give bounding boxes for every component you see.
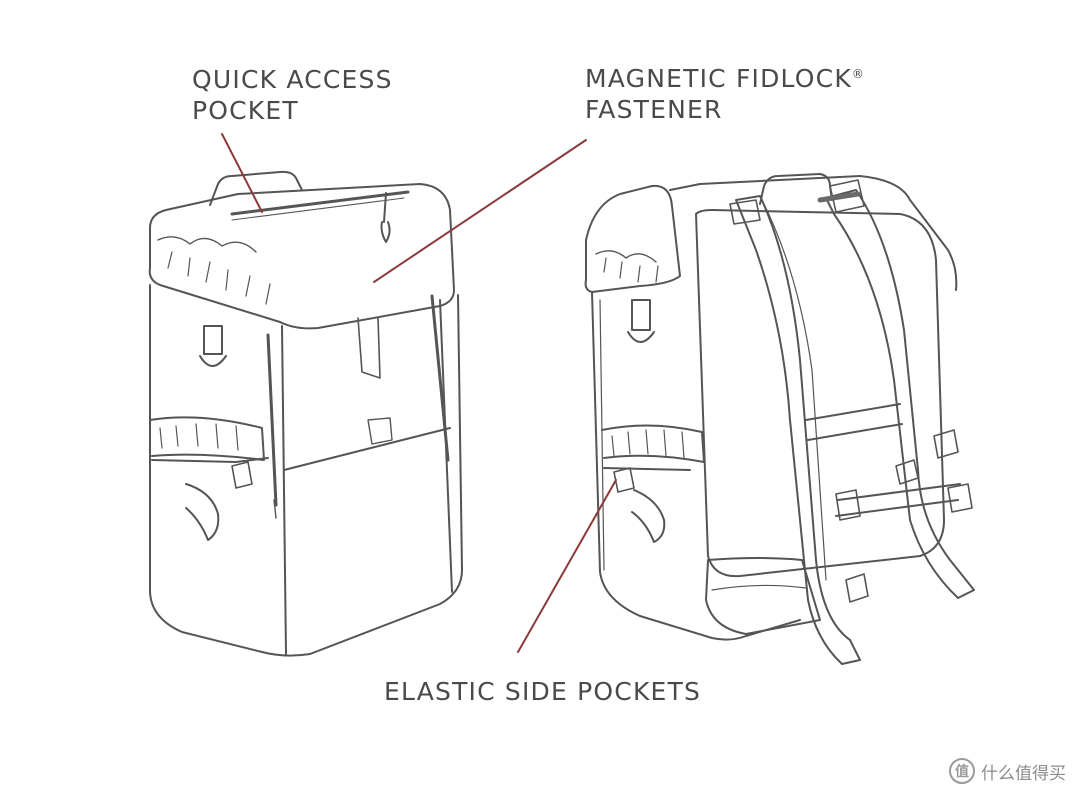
- back-top-frame: [669, 175, 958, 291]
- back-top-handle: [759, 173, 833, 205]
- leader-line-elastic: [517, 479, 617, 653]
- back-backpack: [584, 173, 975, 665]
- watermark-text: 什么值得买: [981, 763, 1066, 784]
- back-panel: [695, 209, 945, 578]
- back-d-ring: [627, 299, 655, 343]
- left-shoulder-strap: [735, 195, 861, 665]
- front-flap: [357, 317, 381, 379]
- lumbar-pad: [705, 557, 821, 635]
- front-elastic-pocket: [149, 416, 265, 461]
- front-zipper-left: [266, 333, 278, 507]
- back-lid: [584, 184, 681, 293]
- right-shoulder-strap: [825, 189, 975, 599]
- front-side-strap: [151, 457, 269, 463]
- sternum-strap: [805, 403, 903, 441]
- front-top-handle: [209, 170, 303, 206]
- front-backpack: [148, 170, 463, 657]
- elastic-side-pockets-label: ELASTIC SIDE POCKETS: [384, 677, 702, 706]
- fidlock-label-line2: FASTENER: [585, 95, 723, 124]
- leader-line-fidlock: [373, 139, 587, 283]
- zipper-pull: [380, 192, 391, 243]
- quick-access-label-line1: QUICK ACCESS: [192, 65, 393, 94]
- leader-line-quick-access: [221, 133, 263, 213]
- back-elastic-pocket: [601, 424, 705, 463]
- front-lid: [148, 183, 455, 330]
- front-zipper-right: [430, 294, 450, 462]
- magnetic-fidlock-label: MAGNETIC FIDLOCK® FASTENER: [585, 59, 864, 125]
- back-side-strap: [603, 467, 691, 471]
- registered-mark: ®: [851, 67, 864, 81]
- fidlock-label-line1: MAGNETIC FIDLOCK®: [585, 59, 864, 94]
- watermark: 值 什么值得买: [949, 758, 1066, 784]
- back-body: [591, 291, 801, 641]
- quick-access-pocket-label: QUICK ACCESS POCKET: [192, 64, 393, 126]
- watermark-logo-icon: 值: [949, 758, 975, 784]
- quick-access-label-line2: POCKET: [192, 96, 299, 125]
- hip-strap: [835, 483, 961, 517]
- front-d-ring: [199, 325, 227, 367]
- fidlock-label-text: MAGNETIC FIDLOCK: [585, 64, 852, 93]
- front-body: [149, 284, 463, 657]
